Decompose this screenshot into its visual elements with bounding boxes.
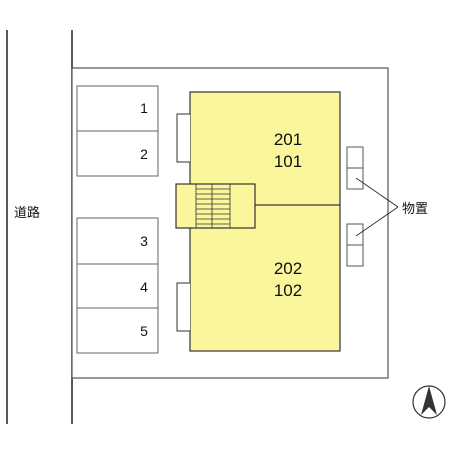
- parking-space-4: 4: [140, 279, 148, 295]
- parking-block-lower: [76, 217, 159, 354]
- bay-lower: [176, 282, 190, 332]
- parking-space-5: 5: [140, 323, 148, 339]
- north-arrow-icon: [412, 385, 446, 419]
- storage-leader-upper: [355, 177, 399, 208]
- road-label: 道路: [14, 205, 40, 220]
- unit-102: 102: [274, 281, 302, 300]
- parking-space-2: 2: [140, 146, 148, 162]
- parking-space-3: 3: [140, 233, 148, 249]
- parking-space-1: 1: [140, 100, 148, 116]
- stair-treads: [196, 184, 230, 228]
- unit-202: 202: [274, 259, 302, 278]
- storage-leader-lower: [355, 206, 399, 237]
- unit-101: 101: [274, 152, 302, 171]
- apartment-building: [189, 91, 341, 352]
- unit-201: 201: [274, 130, 302, 149]
- staircase: [175, 183, 256, 229]
- bay-upper: [176, 113, 190, 163]
- storage-label: 物置: [402, 201, 428, 216]
